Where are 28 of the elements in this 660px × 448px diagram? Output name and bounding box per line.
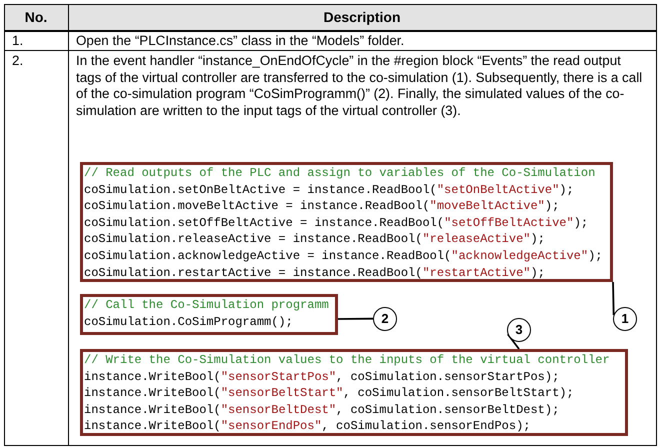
code-line: instance.WriteBool("sensorBeltDest", coSimulation.sensorBeltDest); bbox=[84, 402, 560, 418]
code-box bbox=[80, 349, 628, 436]
header-text: Description bbox=[322, 8, 402, 27]
code-line: coSimulation.CoSimProgramm(); bbox=[84, 314, 294, 330]
row-number: 2. bbox=[11, 52, 24, 70]
description-text: Open the “PLCInstance.cs” class in the “Models” folder. bbox=[75, 32, 406, 50]
leader-line bbox=[338, 318, 374, 320]
code-line: coSimulation.setOnBeltActive = instance.ReadBool("setOnBeltActive"); bbox=[84, 182, 575, 198]
row-number: 1. bbox=[11, 32, 24, 50]
code-line: coSimulation.moveBeltActive = instance.ReadBool("moveBeltActive"); bbox=[84, 198, 560, 215]
header-text: No. bbox=[24, 8, 48, 27]
callout-number: 2 bbox=[373, 307, 397, 331]
code-box bbox=[80, 162, 613, 282]
code-line: instance.WriteBool("sensorBeltStart", coSimulation.sensorBeltStart); bbox=[84, 385, 575, 402]
callout-number: 3 bbox=[507, 318, 531, 342]
code-line: coSimulation.releaseActive = instance.ReadBool("releaseActive"); bbox=[84, 231, 546, 248]
code-line: instance.WriteBool("sensorEndPos", coSimulation.sensorEndPos); bbox=[84, 418, 532, 435]
code-comment: // Write the Co-Simulation values to the inputs of the virtual controller bbox=[84, 352, 611, 369]
callout-number: 1 bbox=[613, 307, 637, 331]
code-comment: // Read outputs of the PLC and assign to variables of the Co-Simulation bbox=[84, 165, 596, 182]
code-line: coSimulation.acknowledgeActive = instance.ReadBool("acknowledgeActive"); bbox=[84, 248, 604, 265]
code-line: coSimulation.restartActive = instance.ReadBool("restartActive"); bbox=[84, 264, 546, 282]
description-text: In the event handler “instance_OnEndOfCycle” in the #region block “Events” the read output tags of the virtual controller are transferred to the co-simulation (1). Subsequently, there is a call of the co-simulation program “CoSimProgramm()” (2). Finally, the simulated values of the co-simulation are written to the input tags of the virtual controller (3). bbox=[75, 52, 644, 119]
leader-line bbox=[507, 334, 520, 350]
code-comment: // Call the Co-Simulation programm bbox=[84, 297, 330, 314]
code-line: coSimulation.setOffBeltActive = instance.ReadBool("setOffBeltActive"); bbox=[84, 214, 590, 232]
code-line: instance.WriteBool("sensorStartPos", coSimulation.sensorStartPos); bbox=[84, 368, 560, 386]
code-box bbox=[80, 294, 338, 335]
